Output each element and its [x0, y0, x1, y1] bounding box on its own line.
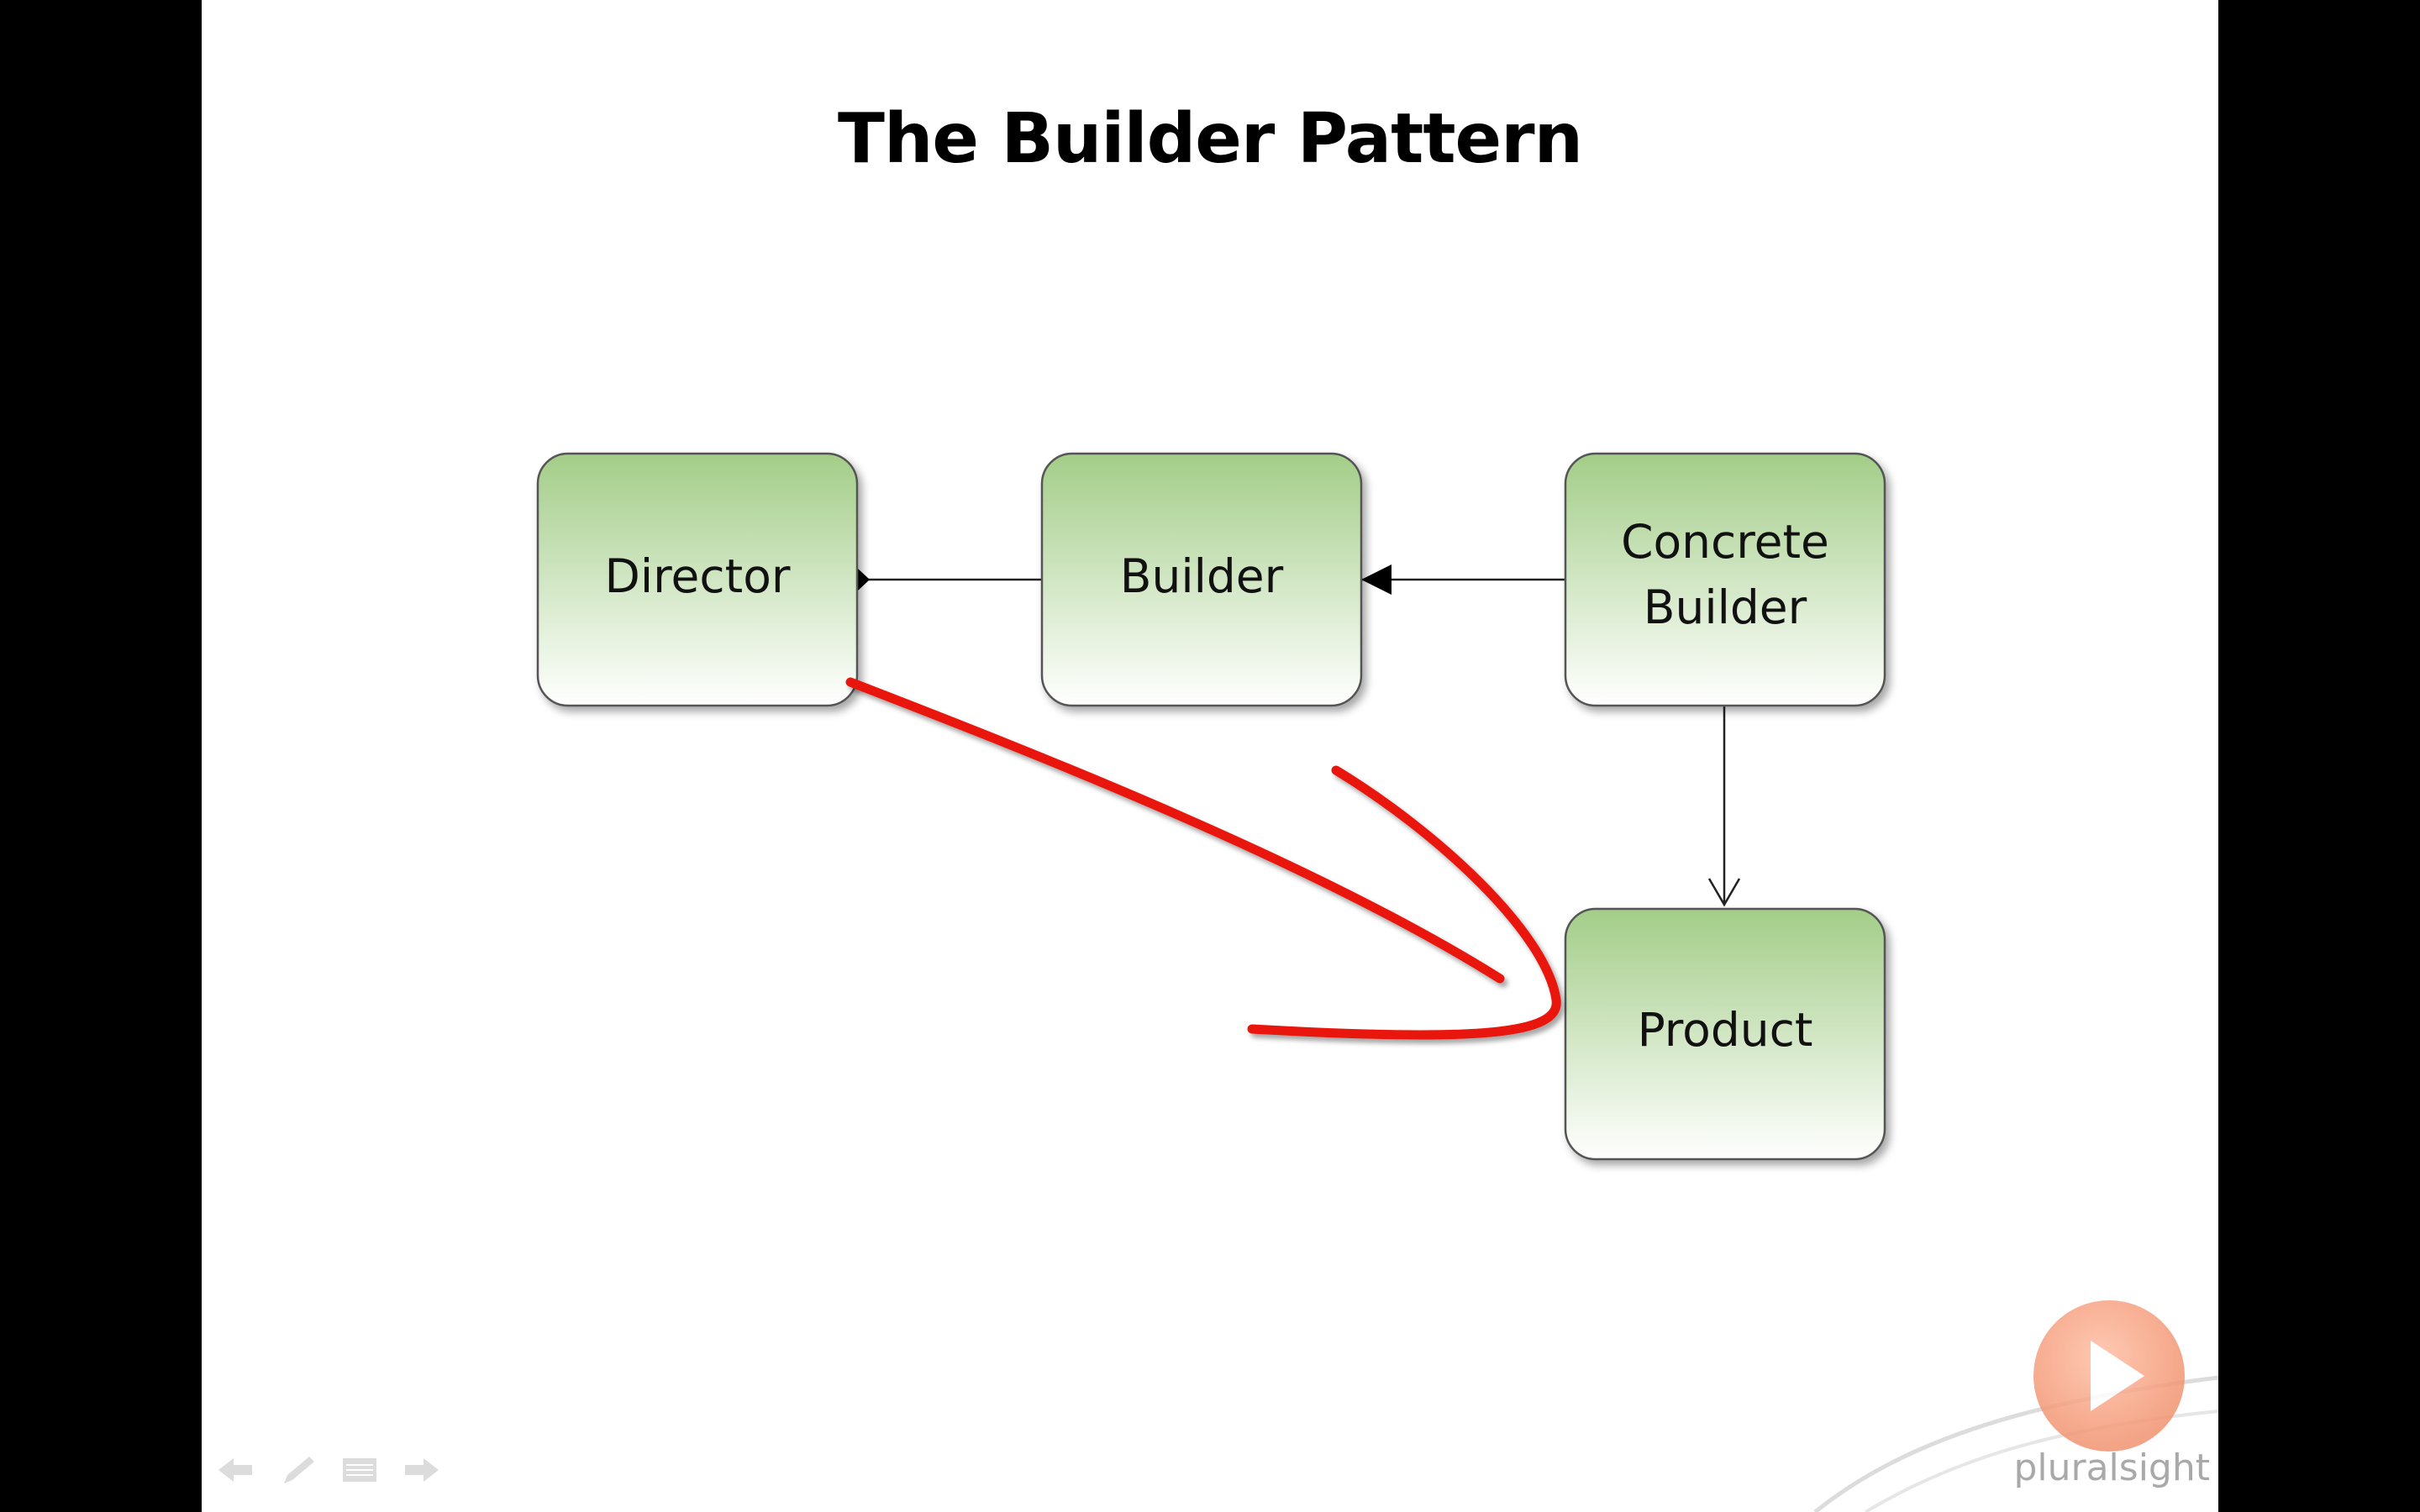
builder-label: Builder — [1120, 549, 1284, 603]
pen-icon[interactable] — [277, 1453, 318, 1487]
product-label: Product — [1638, 1003, 1813, 1057]
concrete-builder-box: Concrete Builder — [1564, 452, 1886, 707]
product-box: Product — [1564, 907, 1886, 1161]
play-button[interactable] — [2033, 1300, 2185, 1452]
director-label: Director — [605, 549, 791, 603]
slide-controls — [215, 1452, 442, 1488]
inheritance-arrowhead-icon — [1361, 564, 1392, 595]
director-box: Director — [536, 452, 859, 707]
slide-title: The Builder Pattern — [838, 99, 1583, 179]
menu-icon[interactable] — [339, 1453, 380, 1487]
builder-pattern-diagram: Director Builder Concrete Builder Produc… — [536, 452, 1886, 1161]
red-annotation-arrow — [845, 677, 1561, 1040]
brand-watermark: pluralsight — [2013, 1446, 2210, 1489]
previous-icon[interactable] — [215, 1453, 255, 1487]
association-arrowhead-icon — [1707, 878, 1741, 907]
concrete-builder-label-line1: Concrete — [1621, 515, 1829, 569]
builder-box: Builder — [1040, 452, 1363, 707]
concrete-builder-label-line2: Builder — [1644, 580, 1807, 634]
next-icon[interactable] — [402, 1453, 442, 1487]
play-icon — [2091, 1341, 2144, 1411]
slide: The Builder Pattern — [202, 0, 2218, 1512]
